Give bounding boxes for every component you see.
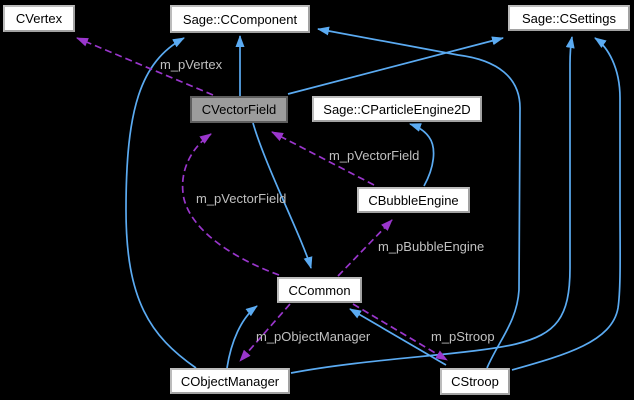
- node-cvertex[interactable]: CVertex: [3, 5, 75, 32]
- edge-cvectorfield-to-csettings: [287, 36, 504, 95]
- node-sage-cparticleengine2d[interactable]: Sage::CParticleEngine2D: [312, 96, 482, 122]
- edge-cstroop-to-ccomponent: [317, 26, 521, 369]
- edge-ccommon-to-cstroop-m-pstroop: [352, 303, 448, 361]
- node-cstroop[interactable]: CStroop: [440, 368, 510, 395]
- node-cvectorfield-current: CVectorField: [190, 96, 288, 123]
- node-ccommon[interactable]: CCommon: [277, 277, 362, 303]
- edge-cstroop-to-ccommon: [349, 308, 447, 366]
- edge-ccommon-to-cbubbleengine-m-pbubbleengine: [337, 219, 393, 277]
- edge-ccommon-to-cvectorfield-m-pvectorfield: [181, 133, 280, 276]
- edge-label-m-pobjectmanager: m_pObjectManager: [256, 329, 371, 344]
- edge-label-m-pbubbleengine: m_pBubbleEngine: [378, 239, 485, 254]
- edge-cobjectmanager-to-ccomponent: [125, 37, 197, 369]
- node-sage-csettings[interactable]: Sage::CSettings: [508, 5, 630, 31]
- edge-cvectorfield-to-ccommon: [252, 122, 313, 269]
- edge-label-m-pvectorfield-upper: m_pVectorField: [329, 148, 420, 163]
- node-cobjectmanager[interactable]: CObjectManager: [170, 368, 290, 394]
- edge-label-m-pstroop: m_pStroop: [431, 329, 495, 344]
- edge-label-m-pvertex: m_pVertex: [160, 57, 223, 72]
- edge-cobjectmanager-to-ccommon: [226, 305, 258, 369]
- node-sage-ccomponent[interactable]: Sage::CComponent: [170, 5, 310, 33]
- edge-label-m-pvectorfield-lower: m_pVectorField: [196, 191, 287, 206]
- edge-cstroop-to-csettings: [511, 37, 622, 371]
- edge-cbubbleengine-to-cvectorfield-m-pvectorfield: [271, 131, 375, 186]
- edge-cvectorfield-to-cvertex-m-pvertex: [76, 37, 214, 96]
- edge-cbubbleengine-to-cparticleengine2d: [409, 123, 435, 187]
- node-cbubbleengine[interactable]: CBubbleEngine: [357, 187, 470, 213]
- edge-ccommon-to-cobjectmanager-m-pobjectmanager: [239, 303, 291, 362]
- edge-cobjectmanager-to-csettings: [290, 36, 575, 374]
